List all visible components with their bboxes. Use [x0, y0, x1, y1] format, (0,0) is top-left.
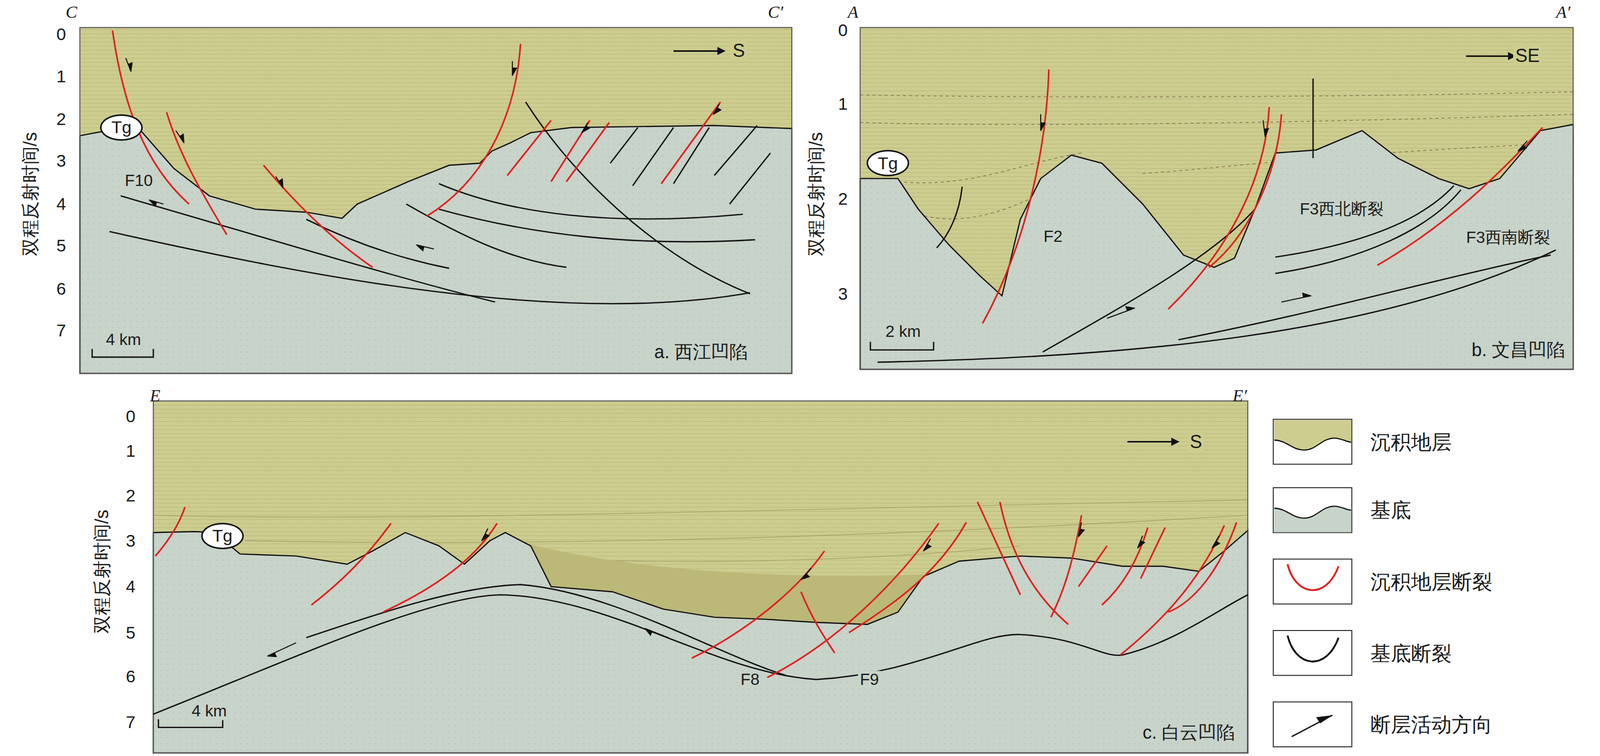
fault-label: F3西南断裂 — [1464, 228, 1553, 247]
legend-text: 沉积地层断裂 — [1370, 570, 1493, 593]
fault-label: F8 — [738, 670, 762, 689]
panel-title: a. 西江凹陷 — [652, 341, 750, 363]
legend-swatch — [1273, 488, 1352, 532]
axis-tick: 0 — [56, 25, 67, 45]
axis-tick: 4 — [125, 577, 136, 596]
legend-swatch — [1273, 420, 1352, 464]
axis-tick: 4 — [56, 194, 67, 214]
axis-tick: 3 — [838, 284, 848, 304]
axis-tick: 1 — [838, 94, 848, 114]
panel-title: c. 白云凹陷 — [1140, 722, 1237, 744]
tag-text: Tg — [111, 117, 132, 137]
direction-label: S — [1187, 431, 1204, 453]
scale-label: 4 km — [189, 702, 229, 721]
horizon-tag: Tg — [201, 522, 244, 550]
fault-label: F9 — [857, 670, 881, 689]
axis-tick: 3 — [125, 531, 136, 551]
axis-tick: 2 — [125, 486, 136, 506]
axis-tick: 6 — [125, 666, 136, 686]
tag-text: Tg — [212, 526, 233, 546]
scale-label: 2 km — [883, 322, 923, 341]
axis-tick: 2 — [838, 189, 848, 209]
tag-text: Tg — [877, 153, 899, 173]
section-end: A — [847, 2, 859, 22]
fault-label: F3西北断裂 — [1297, 200, 1386, 218]
fault-label: F10 — [122, 171, 155, 190]
legend-text: 基底断裂 — [1370, 642, 1452, 665]
section-end: E′ — [1232, 386, 1247, 406]
fault-label: F2 — [1041, 227, 1065, 246]
axis-tick: 7 — [56, 321, 67, 340]
axis-title: 双程反射时间/s — [806, 132, 827, 256]
axis-tick: 0 — [125, 406, 136, 426]
direction-label: S — [730, 41, 747, 62]
axis-tick: 1 — [125, 441, 136, 461]
section-end: A′ — [1556, 2, 1571, 22]
axis-title: 双程反射时间/s — [91, 509, 113, 634]
axis-tick: 5 — [125, 623, 136, 643]
section-end: E — [149, 386, 161, 406]
scale-label: 4 km — [103, 330, 143, 349]
axis-tick: 0 — [838, 21, 848, 41]
axis-tick: 7 — [125, 713, 136, 732]
section-end: C′ — [768, 2, 784, 22]
horizon-tag: Tg — [100, 114, 143, 141]
legend-text: 基底 — [1370, 498, 1412, 522]
axis-tick: 3 — [56, 151, 67, 171]
axis-tick: 1 — [56, 67, 67, 86]
legend-text: 断层活动方向 — [1370, 713, 1493, 736]
axis-tick: 5 — [56, 236, 67, 255]
horizon-tag: Tg — [866, 149, 910, 177]
direction-label: SE — [1513, 46, 1542, 67]
legend-text: 沉积地层 — [1370, 430, 1452, 454]
axis-title: 双程反射时间/s — [20, 132, 41, 256]
axis-tick: 2 — [56, 109, 67, 129]
axis-tick: 6 — [56, 279, 67, 299]
section-end: C — [65, 2, 78, 22]
panel-title: b. 文昌凹陷 — [1469, 339, 1567, 361]
